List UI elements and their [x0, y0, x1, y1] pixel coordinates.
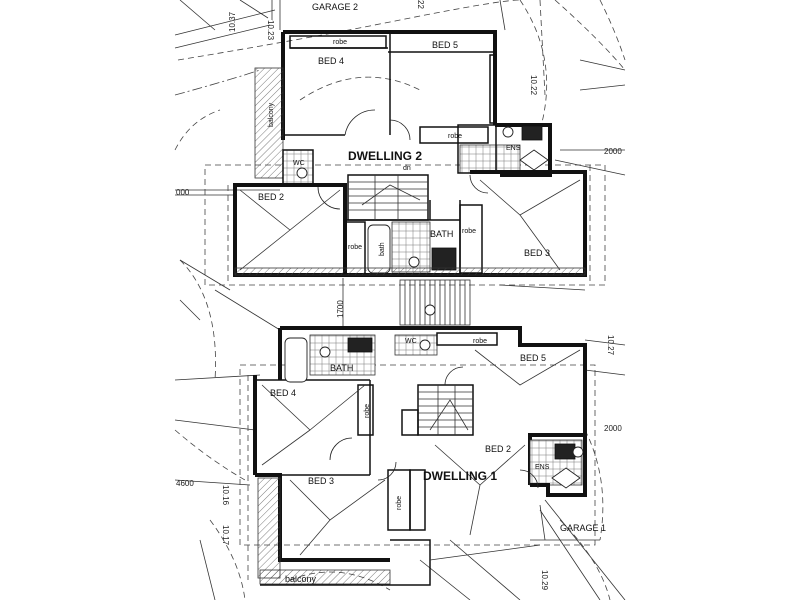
level-10-29: 10.29	[540, 570, 549, 591]
dimension-2000-mid: 2000	[604, 424, 622, 433]
garage-1-label: GARAGE 1	[560, 523, 606, 533]
site-linework	[174, 0, 626, 600]
level-10-22: 10.22	[529, 75, 538, 96]
level-10-37: 10.37	[228, 11, 237, 32]
d2-robe-3-label: robe	[348, 244, 362, 251]
d2-ens-label: ENS	[506, 145, 521, 152]
level-10-23: 10.23	[266, 20, 275, 41]
dimension-2000-top: 2000	[604, 147, 622, 156]
d2-bed-4-label: BED 4	[318, 56, 344, 66]
level-10-17: 10.17	[221, 525, 230, 546]
d2-robe-2-label: robe	[448, 133, 462, 140]
garage-2-label: GARAGE 2	[312, 2, 358, 12]
d2-bed-5-label: BED 5	[432, 40, 458, 50]
d2-robe-1-label: robe	[333, 39, 347, 46]
d1-wc-label: WC	[405, 338, 417, 345]
d1-bath-label: BATH	[330, 363, 353, 373]
d2-bed-2-label: BED 2	[258, 192, 284, 202]
level-22: 22	[416, 0, 425, 9]
dimension-1700: 1700	[336, 300, 345, 318]
dwelling-1-title: DWELLING 1	[423, 469, 497, 483]
d2-bed-3-label: BED 3	[524, 248, 550, 258]
dwelling-2-plan	[204, 0, 606, 286]
courtyard	[214, 278, 586, 331]
d2-bath-label: BATH	[430, 229, 453, 239]
dwelling-2-title: DWELLING 2	[348, 149, 422, 163]
level-10-16: 10.16	[221, 485, 230, 506]
d1-balcony-label: balcony	[285, 574, 317, 584]
level-10-27: 10.27	[606, 335, 615, 356]
d2-stair-dn-label: dn	[403, 165, 411, 172]
dimension-4600: 4600	[176, 479, 194, 488]
d1-ens-label: ENS	[535, 464, 550, 471]
d1-bed-2-label: BED 2	[485, 444, 511, 454]
d1-bed-4-label: BED 4	[270, 388, 296, 398]
d1-bed-3-label: BED 3	[308, 476, 334, 486]
d2-bath-tub-label: bath	[379, 242, 386, 256]
dimension-000: 000	[176, 188, 190, 197]
dwelling-1-plan	[239, 326, 600, 586]
d2-wc-label: WC	[293, 160, 305, 167]
d1-robe-1-label: robe	[473, 338, 487, 345]
d1-robe-3-label: robe	[396, 496, 403, 510]
d1-bed-5-label: BED 5	[520, 353, 546, 363]
d1-robe-2-label: robe	[364, 404, 371, 418]
d2-robe-4-label: robe	[462, 228, 476, 235]
d2-balcony-label: balcony	[268, 102, 275, 127]
